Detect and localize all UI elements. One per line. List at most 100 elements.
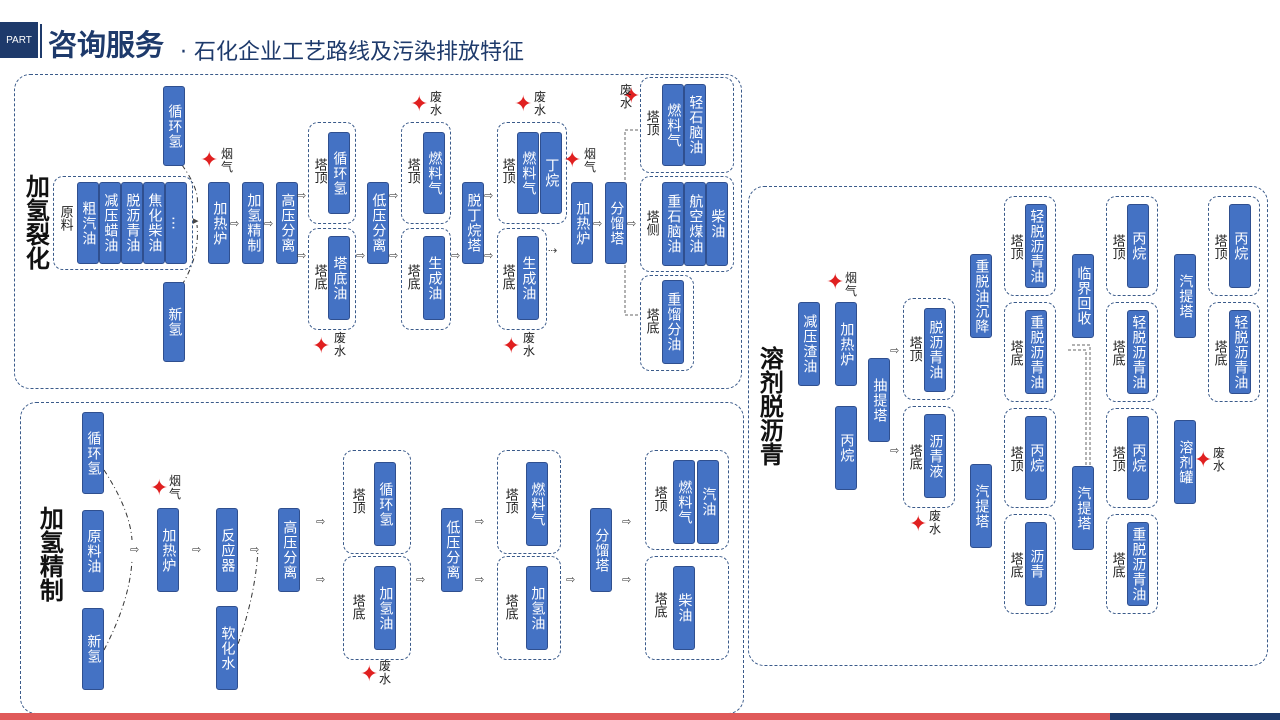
hc-feed-2: 减压蜡油 — [99, 182, 121, 264]
flue-gas-icon: ✦ — [150, 476, 169, 501]
arrow-icon: ⇨ — [484, 249, 494, 262]
tower-top-label: 塔顶 — [1007, 234, 1023, 260]
tower-top-label: 塔顶 — [1109, 234, 1125, 260]
tower-bottom-label: 塔底 — [651, 592, 667, 618]
hc-hp-bottom-group — [308, 228, 356, 330]
hf-newh2-link — [103, 559, 133, 651]
hc-feed-1: 粗汽油 — [77, 182, 99, 264]
hc-db-bottom: 生成油 — [517, 236, 539, 320]
page-title: 咨询服务 — [48, 28, 165, 62]
footer-bar-blue — [1110, 713, 1280, 720]
arrow-icon: ⇨ — [622, 573, 632, 586]
hc-debutanizer: 脱丁烷塔 — [462, 182, 484, 264]
tower-top-label: 塔顶 — [404, 158, 420, 184]
hc-db-top-1: 燃料气 — [517, 132, 539, 214]
part-tag: PART — [0, 22, 38, 58]
tower-top-label: 塔顶 — [311, 158, 327, 184]
arrow-icon: ⇨ — [416, 573, 426, 586]
hc-recycle-h2: 循环氢 — [163, 86, 185, 166]
sd-propane: 丙烷 — [835, 406, 857, 490]
hc-hp-top: 循环氢 — [328, 132, 350, 214]
arrow-icon: ⇨ — [566, 573, 576, 586]
tower-top-label: 塔顶 — [499, 158, 515, 184]
waste-water-icon: ✦ — [312, 334, 331, 359]
sd-s1-bottom-group — [1208, 302, 1260, 402]
waste-water-icon: ✦ — [514, 92, 533, 117]
sd-flue-gas: 烟气 — [844, 271, 857, 298]
hc-waste-water-2: 废水 — [429, 90, 442, 117]
arrow-icon: ▸ — [193, 214, 199, 227]
hc-feed-4: 焦化柴油 — [143, 182, 165, 264]
sd-cr-bottom-group — [1106, 302, 1158, 402]
hf-soft-water: 软化水 — [216, 606, 238, 690]
hf-fr-top-group — [645, 450, 729, 550]
hf-recycle-h2: 循环氢 — [82, 412, 104, 494]
sd-ex-top: 脱沥青油 — [924, 308, 946, 392]
hc-heater-2: 加热炉 — [571, 182, 593, 264]
hc-hp-top-group — [308, 122, 356, 224]
sd-ex-bottom-group — [903, 406, 955, 508]
tower-bottom-label: 塔底 — [404, 264, 420, 290]
sd-st-top: 轻脱沥青油 — [1025, 204, 1047, 288]
hf-fr-bottom-group — [645, 556, 729, 660]
sd-waste-water-1: 废水 — [928, 509, 941, 536]
arrow-icon: ⇨ — [451, 249, 461, 262]
hc-hp-separator: 高压分离 — [276, 182, 298, 264]
sd-as-bottom: 沥青 — [1025, 522, 1047, 606]
arrow-icon: ⇨ — [297, 189, 307, 202]
arrow-icon: ⇨ — [475, 515, 485, 528]
sd-ex-bottom: 沥青液 — [924, 414, 946, 498]
hc-feed-label: 原料 — [57, 205, 73, 231]
sd-cr-bottom: 轻脱沥青油 — [1127, 310, 1149, 394]
hc-fractionator: 分馏塔 — [605, 182, 627, 264]
hc-recycle-link — [181, 164, 198, 206]
tower-bottom-label: 塔底 — [349, 594, 365, 620]
arrow-icon: ⇨ — [389, 189, 399, 202]
hc-fr-top-group — [640, 77, 734, 173]
sd-waste-water-2: 废水 — [1212, 446, 1225, 473]
hc-fr-top-1: 燃料气 — [662, 84, 684, 166]
section-label-hydrofining: 加氢精制 — [35, 506, 64, 602]
tower-bottom-label: 塔底 — [311, 264, 327, 290]
hf-reactor: 反应器 — [216, 508, 238, 592]
sd-s1-top-group — [1208, 196, 1260, 296]
hc-fr-side-2: 航空煤油 — [684, 182, 706, 266]
hf-lp-bottom-group — [497, 556, 561, 660]
hc-fr-bottom: 重馏分油 — [662, 280, 684, 364]
hc-fr-top-link — [624, 129, 640, 180]
sd-as-bottom-group — [1004, 514, 1056, 614]
hc-fr-side-3: 柴油 — [706, 182, 728, 266]
hc-fr-bottom-link — [624, 260, 640, 316]
hf-lp-bottom: 加氢油 — [526, 566, 548, 650]
hf-hp-top-group — [343, 450, 411, 554]
hf-lp-top: 燃料气 — [526, 462, 548, 546]
hf-hp-top: 循环氢 — [374, 462, 396, 546]
hf-hp-bottom: 加氢油 — [374, 566, 396, 650]
arrow-icon: ⇨ — [316, 573, 326, 586]
hc-lp-bottom: 生成油 — [423, 236, 445, 320]
waste-water-icon: ✦ — [622, 84, 641, 109]
hf-hp-bottom-group — [343, 556, 411, 660]
hc-feed-group — [53, 176, 193, 270]
sd-settler-link-2 — [1068, 349, 1087, 470]
tower-bottom-label: 塔底 — [499, 264, 515, 290]
waste-water-icon: ✦ — [360, 662, 379, 687]
subtitle-text: 石化企业工艺路线及污染排放特征 — [194, 40, 525, 65]
sd-s2-bottom: 重脱沥青油 — [1127, 522, 1149, 606]
section-hydrocracking — [14, 74, 742, 389]
hc-waste-water-5: 废水 — [619, 83, 632, 110]
hc-waste-water-3: 废水 — [533, 90, 546, 117]
sd-vac-residue: 减压渣油 — [798, 302, 820, 386]
sd-as-top-group — [1004, 408, 1056, 508]
hf-recycle-link — [103, 469, 133, 541]
hc-lp-top: 燃料气 — [423, 132, 445, 214]
page-subtitle: · 石化企业工艺路线及污染排放特征 — [180, 40, 525, 65]
hc-heater-1: 加热炉 — [208, 182, 230, 264]
sd-ex-top-group — [903, 298, 955, 400]
sd-st-top-group — [1004, 196, 1056, 296]
tower-top-label: 塔顶 — [1211, 234, 1227, 260]
hc-fr-bottom-group — [640, 275, 694, 371]
header-divider — [40, 24, 42, 58]
hc-lp-bottom-group — [401, 228, 451, 330]
